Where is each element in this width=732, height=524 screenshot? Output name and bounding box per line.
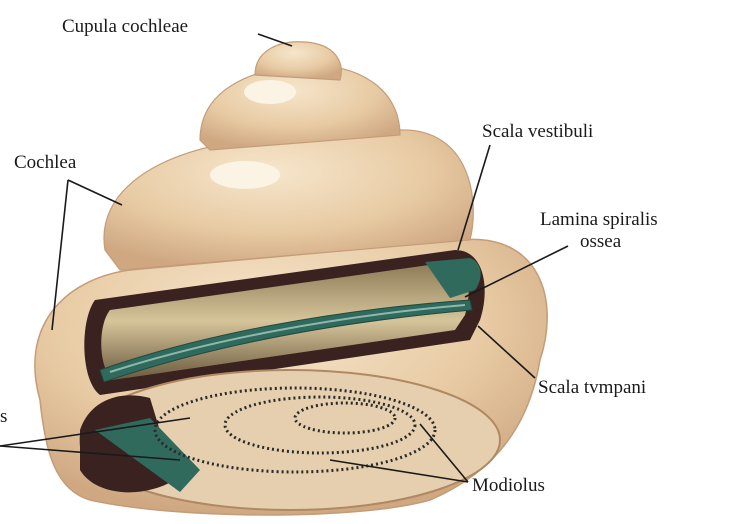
modiolus-section: [80, 370, 500, 510]
highlight-middle: [210, 161, 280, 189]
leader-cochlea-1: [68, 180, 122, 205]
label-modiolus: Modiolus: [472, 475, 545, 496]
label-lamina-line1: Lamina spiralis: [540, 209, 658, 230]
label-cochlea: Cochlea: [14, 152, 77, 173]
cupula-apex: [255, 42, 341, 80]
highlight-apex: [244, 80, 296, 104]
label-partial-left: s: [0, 406, 7, 427]
label-scala-tympani: Scala tvmpani: [538, 377, 646, 398]
leader-cupula: [258, 34, 292, 46]
label-scala-vestibuli: Scala vestibuli: [482, 121, 593, 142]
label-cupula: Cupula cochleae: [62, 16, 188, 37]
label-lamina-line2: ossea: [580, 231, 622, 252]
